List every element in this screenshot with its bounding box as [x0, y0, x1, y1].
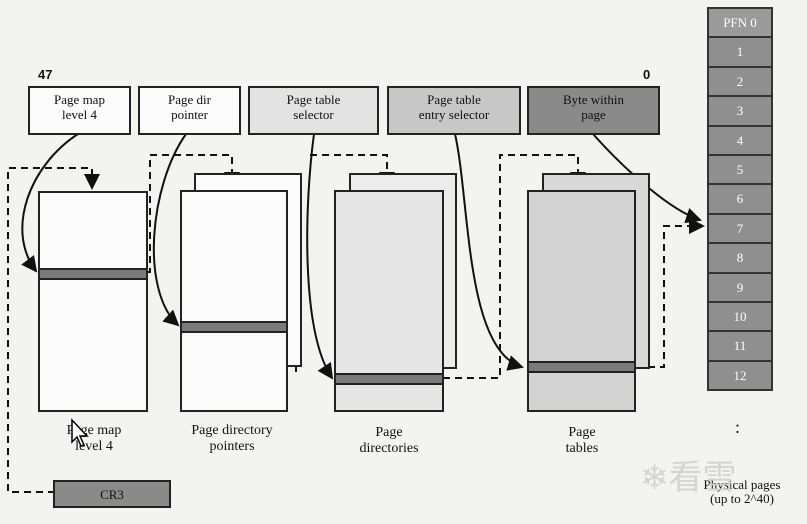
caption-page-map-level4: Page map level 4 [67, 423, 122, 454]
table-entry-pt [529, 361, 634, 373]
watermark: ❄看雪 [640, 450, 737, 499]
table-page-tables [527, 190, 636, 412]
pfn-cell: 1 [707, 36, 773, 68]
pfn-cell: 9 [707, 271, 773, 303]
mouse-cursor-icon [71, 418, 89, 447]
caption-page-directories: Page directories [359, 425, 419, 456]
pfn-cell: 7 [707, 212, 773, 245]
field-page-map-level4: Page map level 4 [28, 86, 131, 135]
caption-page-tables: Page tables [565, 425, 599, 456]
table-entry-pdp [182, 321, 286, 333]
physical-pages-caption: Physical pages (up to 2^40) [703, 477, 781, 506]
table-page-map-level4 [38, 191, 148, 412]
table-entry-pml4 [40, 268, 146, 280]
pfn-cell: 4 [707, 124, 773, 156]
table-page-directories [334, 190, 444, 412]
pfn-cell: 3 [707, 95, 773, 127]
pfn-cell: 5 [707, 153, 773, 186]
pfn-cell: 11 [707, 330, 773, 362]
table-entry-pd [336, 373, 442, 385]
dashed-pd-to-pt [443, 154, 586, 379]
field-page-dir-pointer: Page dir pointer [138, 86, 241, 135]
pfn-cell: 2 [707, 65, 773, 98]
arrow-pd [306, 133, 334, 380]
dashed-cr3 [7, 167, 100, 493]
snowflake-icon: ❄ [640, 458, 669, 498]
pfn-cell: 10 [707, 300, 773, 333]
caption-page-directory-pointers: Page directory pointers [191, 423, 273, 454]
arrow-pml4 [21, 133, 79, 273]
field-byte-within-page: Byte within page [527, 86, 660, 135]
dashed-pt-to-pfn [636, 218, 705, 368]
pfn-cell: PFN 0 [707, 7, 773, 39]
field-page-table-entry-selector: Page table entry selector [387, 86, 521, 135]
pfn-cell: 6 [707, 183, 773, 215]
cr3-register: CR3 [53, 480, 171, 508]
pfn-cell: 12 [707, 359, 773, 392]
bit-47-label: 47 [38, 67, 53, 82]
field-page-table-selector: Page table selector [248, 86, 379, 135]
pfn-cell: 8 [707, 242, 773, 274]
watermark-text: 看雪 [668, 458, 737, 498]
bit-0-label: 0 [643, 67, 651, 82]
pfn-ellipsis: : [735, 417, 741, 437]
dashed-pml4-to-pdp [147, 154, 240, 273]
arrow-pt [454, 133, 524, 371]
table-page-directory-pointers [180, 190, 288, 412]
physical-pages-column: PFN 0 1 2 3 4 5 6 7 8 9 10 11 12 [707, 7, 773, 392]
